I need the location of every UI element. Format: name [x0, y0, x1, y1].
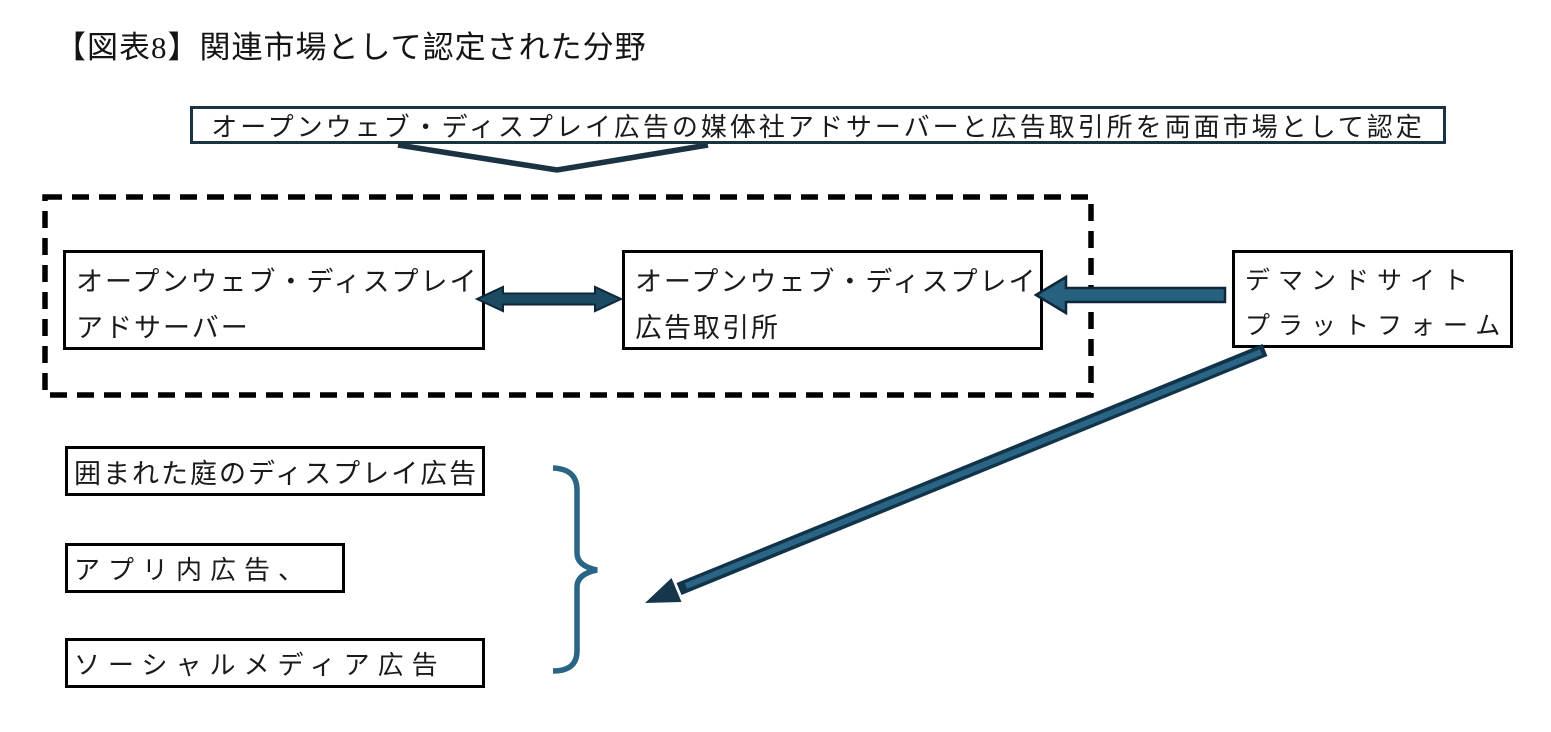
figure-title: 【図表8】関連市場として認定された分野 [55, 30, 647, 65]
dsp-line1: デマンドサイト [1245, 267, 1477, 295]
in-app-ads-label: アプリ内広告、 [74, 554, 313, 585]
exchange-box: オープンウェブ・ディスプレイ 広告取引所 [622, 250, 1043, 350]
dsp-line2: プラットフォーム [1245, 312, 1509, 340]
dsp-box: デマンドサイト プラットフォーム [1232, 250, 1513, 348]
exchange-line2: 広告取引所 [635, 313, 780, 343]
grouping-brace [552, 465, 598, 674]
social-media-ads-label: ソーシャルメディア広告 [74, 649, 446, 680]
ad-server-line2: アドサーバー [76, 313, 250, 343]
social-media-ads-box: ソーシャルメディア広告 [65, 638, 485, 688]
bidirectional-arrow [474, 285, 624, 313]
callout-text: オープンウェブ・ディスプレイ広告の媒体社アドサーバーと広告取引所を両面市場として… [211, 111, 1425, 142]
callout-pointer [397, 142, 709, 173]
callout-box: オープンウェブ・ディスプレイ広告の媒体社アドサーバーと広告取引所を両面市場として… [190, 106, 1446, 144]
exchange-line1: オープンウェブ・ディスプレイ [635, 267, 1038, 297]
in-app-ads-box: アプリ内広告、 [65, 543, 345, 593]
dsp-to-group-arrow [645, 343, 1268, 603]
walled-garden-ads-label: 囲まれた庭のディスプレイ広告 [74, 458, 479, 489]
ad-server-box: オープンウェブ・ディスプレイ アドサーバー [63, 250, 485, 350]
dsp-to-exchange-arrow [1033, 274, 1227, 316]
ad-server-line1: オープンウェブ・ディスプレイ [76, 267, 479, 297]
walled-garden-ads-box: 囲まれた庭のディスプレイ広告 [65, 446, 485, 496]
